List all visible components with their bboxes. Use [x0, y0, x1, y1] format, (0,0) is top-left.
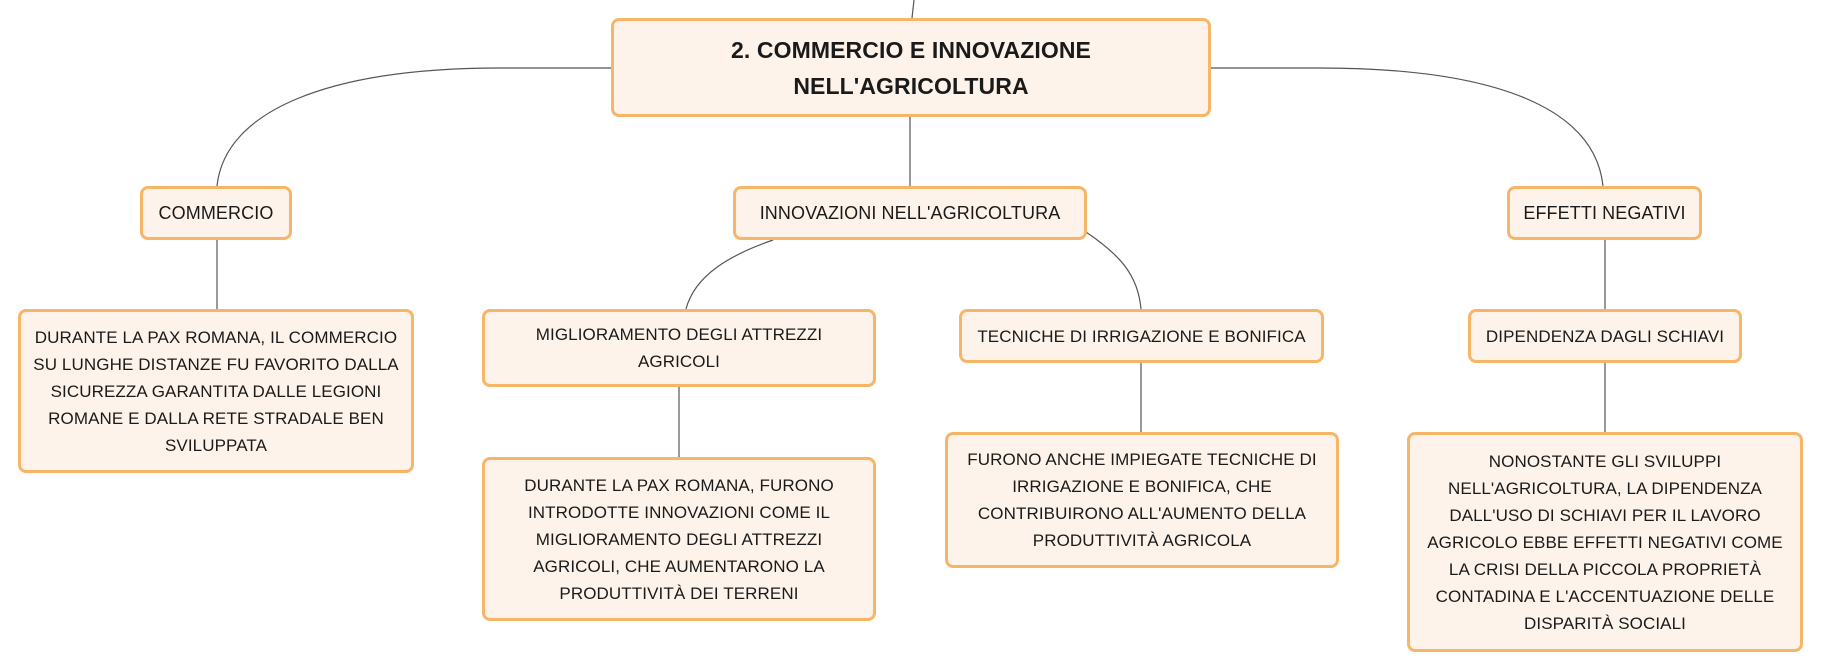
detail-attrezzi[interactable]: DURANTE LA PAX ROMANA, FURONO INTRODOTTE… [482, 457, 876, 621]
subtopic-irrigazione[interactable]: TECNICHE DI IRRIGAZIONE E BONIFICA [959, 309, 1324, 363]
detail-schiavi[interactable]: NONOSTANTE GLI SVILUPPI NELL'AGRICOLTURA… [1407, 432, 1803, 652]
detail-commercio[interactable]: DURANTE LA PAX ROMANA, IL COMMERCIO SU L… [18, 309, 414, 473]
connector-innovazioni-attrezzi [685, 239, 774, 310]
topic-commercio[interactable]: COMMERCIO [140, 186, 292, 240]
connector-root-effetti [1211, 67, 1604, 187]
detail-commercio-text: DURANTE LA PAX ROMANA, IL COMMERCIO SU L… [33, 327, 399, 455]
detail-irrigazione[interactable]: FURONO ANCHE IMPIEGATE TECNICHE DI IRRIG… [945, 432, 1339, 568]
subtopic-irrigazione-label: TECNICHE DI IRRIGAZIONE E BONIFICA [977, 326, 1306, 346]
topic-effetti-label: EFFETTI NEGATIVI [1523, 202, 1686, 223]
subtopic-schiavi-label: DIPENDENZA DAGLI SCHIAVI [1485, 326, 1725, 346]
topic-effetti-negativi[interactable]: EFFETTI NEGATIVI [1507, 186, 1702, 240]
detail-attrezzi-text: DURANTE LA PAX ROMANA, FURONO INTRODOTTE… [524, 475, 834, 603]
subtopic-schiavi[interactable]: DIPENDENZA DAGLI SCHIAVI [1468, 309, 1742, 363]
subtopic-attrezzi-label: MIGLIORAMENTO DEGLI ATTREZZI AGRICOLI [535, 325, 823, 371]
root-title: 2. COMMERCIO E INNOVAZIONE NELL'AGRICOLT… [731, 36, 1091, 99]
detail-schiavi-text: NONOSTANTE GLI SVILUPPI NELL'AGRICOLTURA… [1427, 451, 1783, 633]
topic-innovazioni[interactable]: INNOVAZIONI NELL'AGRICOLTURA [733, 186, 1087, 240]
topic-commercio-label: COMMERCIO [158, 202, 274, 223]
connector-root-commercio [216, 67, 611, 187]
detail-irrigazione-text: FURONO ANCHE IMPIEGATE TECNICHE DI IRRIG… [967, 450, 1317, 550]
subtopic-attrezzi[interactable]: MIGLIORAMENTO DEGLI ATTREZZI AGRICOLI [482, 309, 876, 387]
connector-innovazioni-irrigazione [1085, 231, 1142, 310]
topic-innovazioni-label: INNOVAZIONI NELL'AGRICOLTURA [759, 202, 1061, 223]
root-node[interactable]: 2. COMMERCIO E INNOVAZIONE NELL'AGRICOLT… [611, 18, 1211, 117]
connector-root-parent [911, 0, 915, 19]
